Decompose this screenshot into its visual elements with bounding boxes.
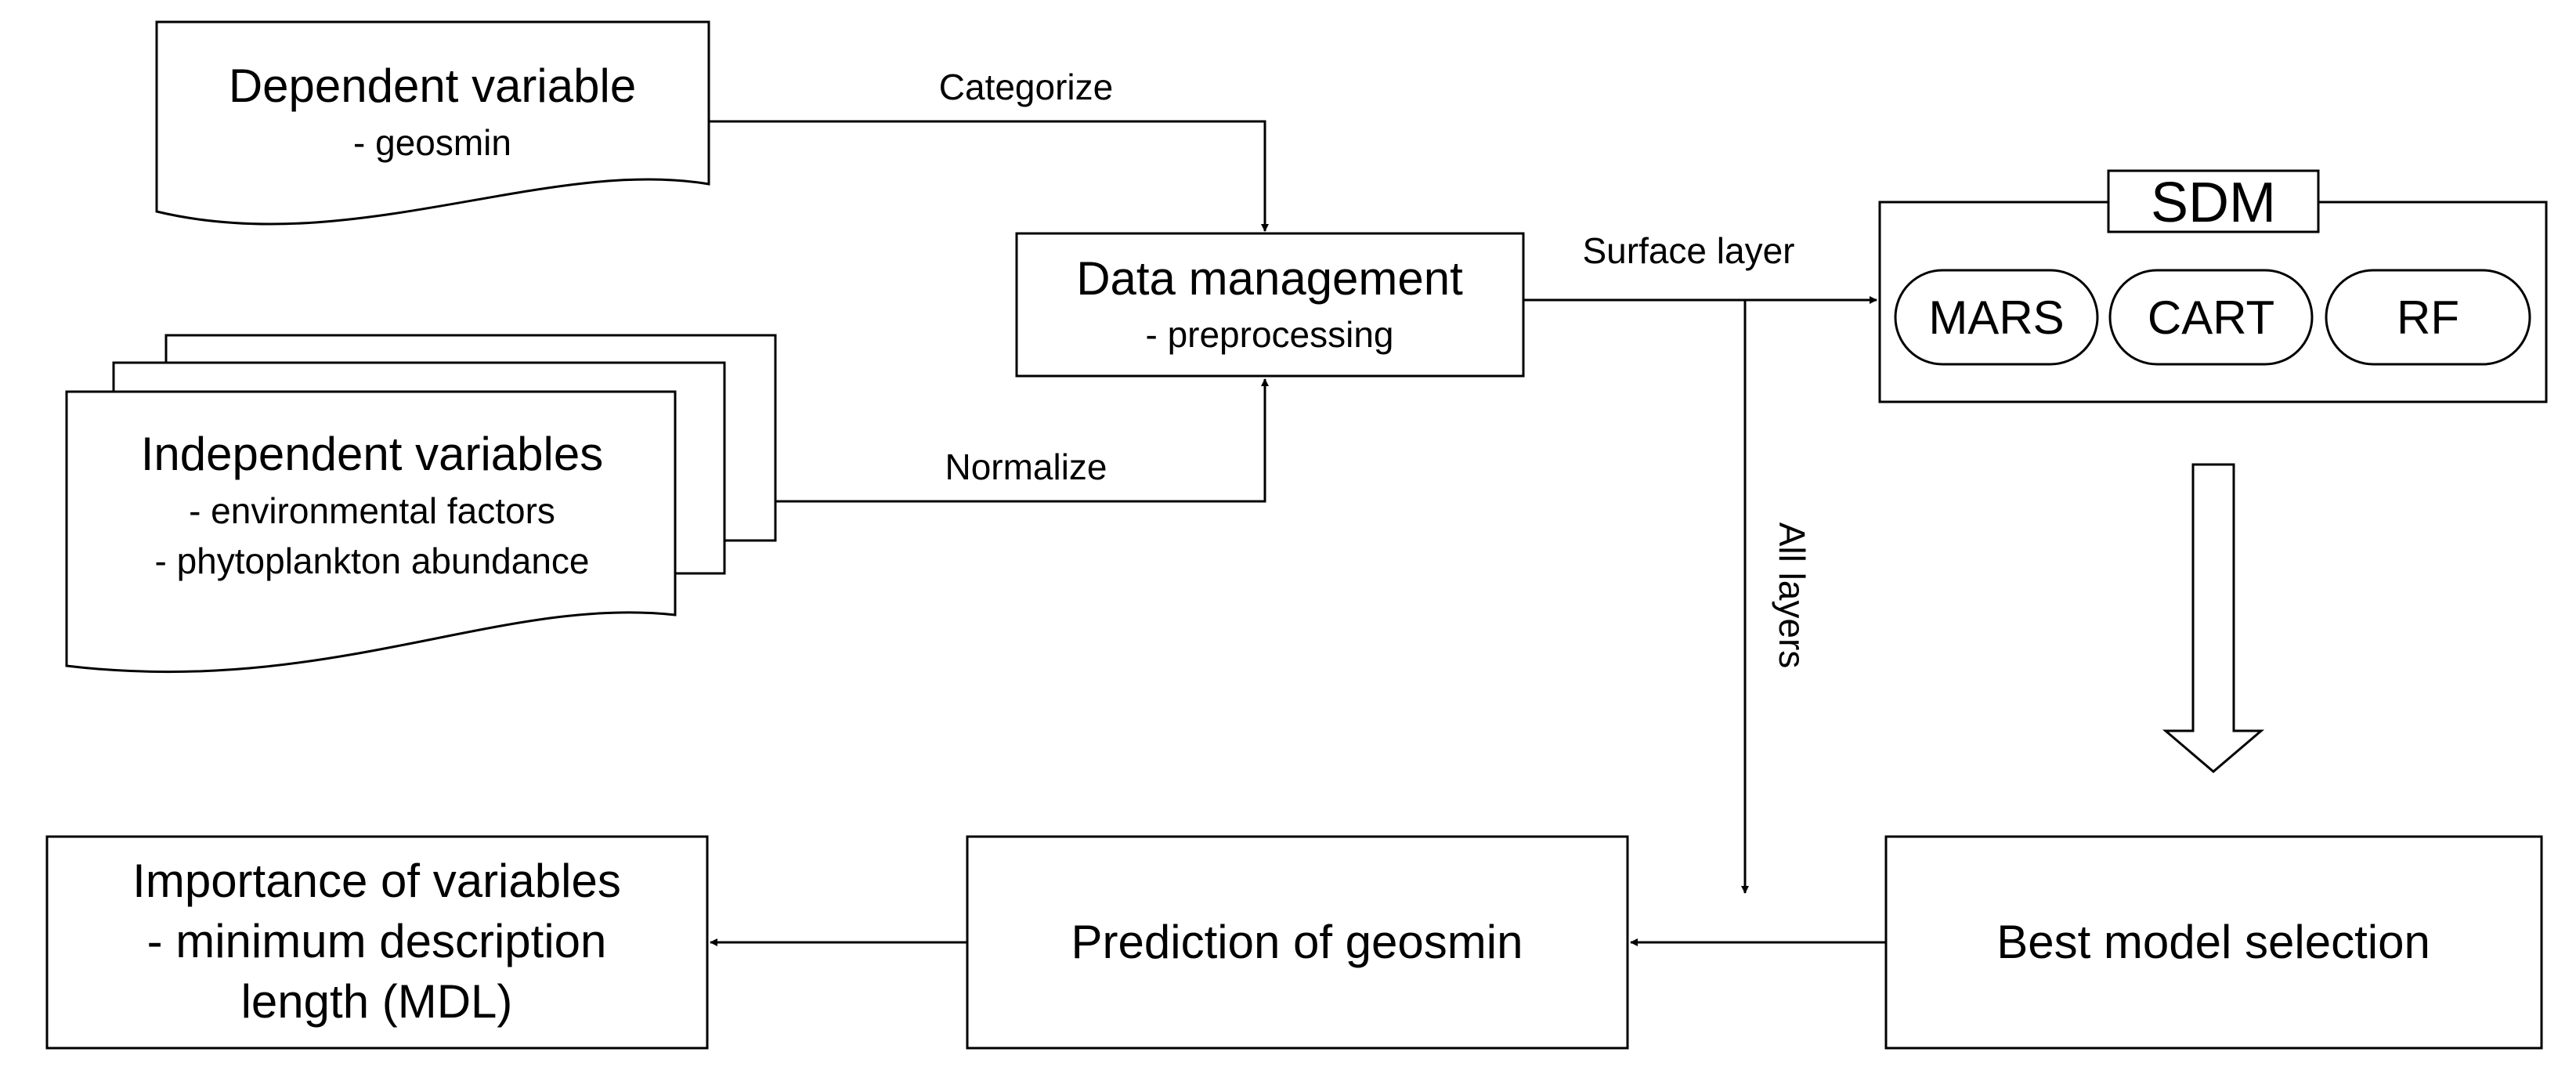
importance-box: [45, 835, 709, 1050]
edge-categorize: [709, 120, 1269, 232]
data-management-title: Data management: [1076, 252, 1463, 305]
edge-normalize: [775, 378, 1269, 503]
importance-node: Importance of variables - minimum descri…: [45, 835, 709, 1050]
edge-all-layers-label: All layers: [1772, 522, 1812, 669]
model-rf-pill: [2325, 269, 2531, 366]
data-management-sub: - preprocessing: [1145, 314, 1393, 355]
edge-normalize-label: Normalize: [945, 446, 1107, 487]
doc-stack-front: [65, 390, 677, 674]
prediction-title: Prediction of geosmin: [1071, 916, 1523, 968]
dependent-variable-node: Dependent variable - geosmin: [155, 20, 710, 226]
independent-variables-title: Independent variables: [141, 428, 603, 480]
best-model-title: Best model selection: [1996, 916, 2430, 968]
model-cart-pill: [2108, 269, 2314, 366]
prediction-node: Prediction of geosmin: [966, 835, 1629, 1050]
data-management-box: [1015, 232, 1525, 378]
importance-line1: Importance of variables: [132, 855, 621, 907]
independent-variables-sub2: - phytoplankton abundance: [155, 540, 590, 581]
block-arrow-sdm-to-best: [2162, 463, 2265, 773]
model-cart-label: CART: [2148, 291, 2274, 344]
best-model-node: Best model selection: [1884, 835, 2543, 1050]
model-mars-pill: [1894, 269, 2099, 366]
importance-line2: - minimum description: [147, 915, 607, 967]
importance-line3: length (MDL): [241, 975, 513, 1028]
model-rf-label: RF: [2397, 291, 2459, 344]
dependent-variable-title: Dependent variable: [229, 60, 636, 112]
data-management-node: Data management - preprocessing: [1015, 232, 1525, 378]
edge-surface-layer-label: Surface layer: [1582, 230, 1794, 271]
sdm-node: SDM MARS CART RF: [1878, 169, 2548, 403]
prediction-box: [966, 835, 1629, 1050]
model-mars-label: MARS: [1928, 291, 2064, 344]
dependent-variable-sub: - geosmin: [353, 122, 511, 163]
sdm-title-box: [2107, 169, 2320, 233]
edges: Categorize Normalize Surface layer All l…: [709, 67, 2265, 946]
best-model-box: [1884, 835, 2543, 1050]
independent-variables-node: Independent variables - environmental fa…: [65, 334, 777, 674]
independent-variables-sub1: - environmental factors: [189, 490, 555, 531]
dependent-variable-shape: [155, 20, 710, 226]
sdm-title: SDM: [2151, 172, 2276, 234]
edge-categorize-label: Categorize: [939, 67, 1113, 107]
